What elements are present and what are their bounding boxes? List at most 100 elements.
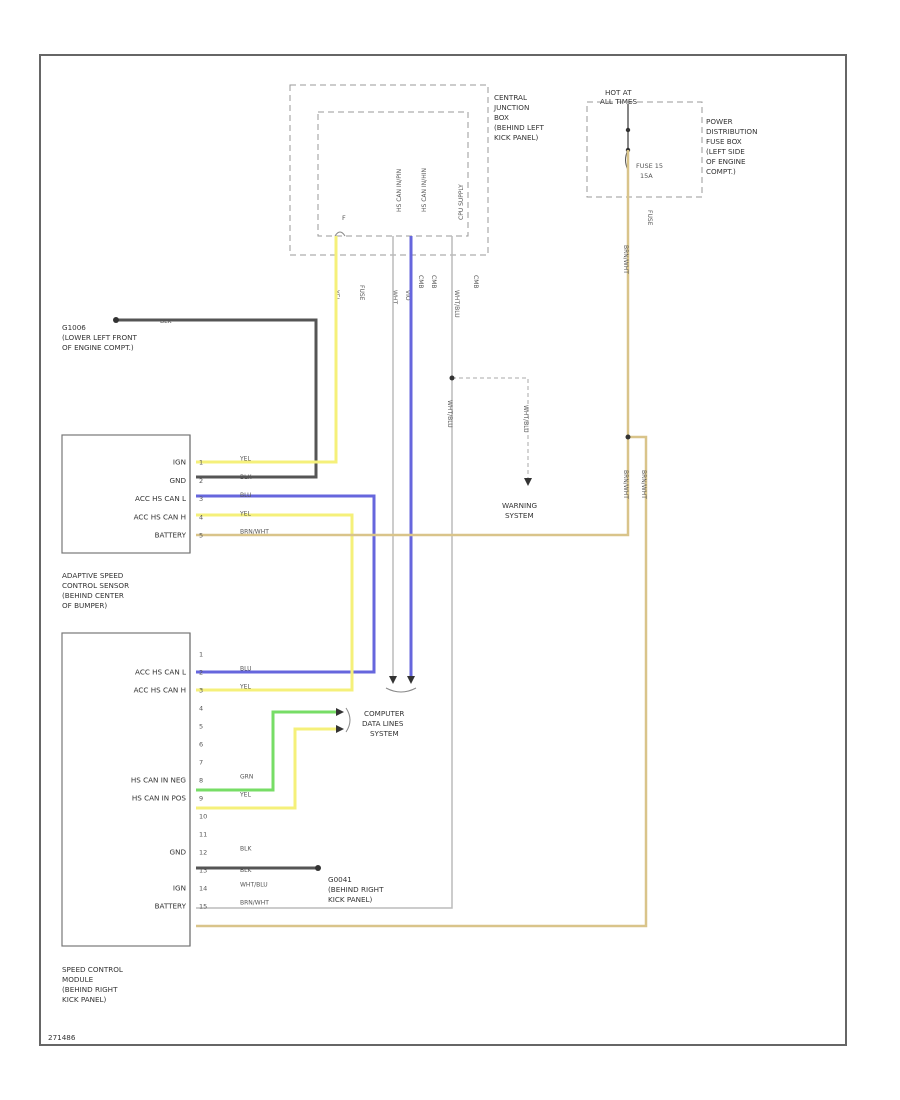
wires	[116, 150, 648, 928]
cdl-arrow-green	[336, 708, 344, 716]
cjb-label-2: BOX	[494, 113, 509, 122]
wire-acc-battery	[196, 150, 630, 537]
module-pin-number: 12	[199, 849, 207, 857]
wire-ign-trunk	[196, 236, 453, 909]
wire-hs-can-neg	[196, 710, 340, 792]
ground-g2-label-0: G0041	[328, 875, 352, 884]
acc-pin-number: 2	[199, 477, 203, 485]
wire-acc-ign	[196, 236, 338, 464]
acc-label-1: CONTROL SENSOR	[62, 581, 129, 590]
cdl-label-0: COMPUTER	[364, 709, 404, 718]
module-pin-name: HS CAN IN NEG	[131, 776, 186, 785]
cjb-label-3: (BEHIND LEFT	[494, 123, 545, 132]
acc-pin-name: ACC HS CAN H	[134, 512, 186, 521]
acc-pin-name: BATTERY	[155, 531, 187, 540]
warning-label-1: SYSTEM	[505, 511, 534, 520]
acc-pin-wire-color: BLU	[240, 492, 252, 499]
acc-label-3: OF BUMPER)	[62, 601, 107, 610]
module-pin-number: 14	[199, 885, 207, 893]
acc-pin-number: 5	[199, 532, 203, 540]
module-pin-number: 5	[199, 723, 203, 731]
module-pin-name: BATTERY	[155, 902, 187, 911]
cdl-bracket-bottom	[385, 687, 417, 693]
module-label-2: (BEHIND RIGHT	[62, 985, 118, 994]
vlabel-pdb-out: BRN/WHT	[622, 245, 629, 274]
pdb-fuse-label-1: 15A	[640, 172, 653, 180]
cjb-conn-label-0: FUSE	[358, 285, 365, 301]
cjb-wire-label-1: WHT	[391, 290, 398, 304]
pdb-hot-label-0: HOT AT	[605, 88, 632, 97]
pdb-label-2: FUSE BOX	[706, 137, 742, 146]
cjb-label-1: JUNCTION	[493, 103, 529, 112]
cdl-arrow-yellow	[336, 725, 344, 733]
pdb-dashed-box	[586, 101, 703, 198]
cjb-inner-dashed	[317, 111, 469, 237]
vlabel-right-a: BRN/WHT	[622, 470, 629, 499]
ground-g1-label-1: (LOWER LEFT FRONT	[62, 333, 138, 342]
speed-control-module: SPEED CONTROL MODULE (BEHIND RIGHT KICK …	[61, 632, 191, 1004]
module-pin-number: 2	[199, 669, 203, 677]
cjb-conn-label-2: CMB	[430, 275, 437, 288]
acc-pin-number: 4	[199, 513, 203, 521]
module-pin-number: 4	[199, 705, 203, 713]
warning-wire-label: WHT/BLU	[522, 405, 529, 433]
module-pin-number: 13	[199, 867, 207, 875]
splice-pdb-branch	[625, 434, 631, 440]
module-pin-number: 8	[199, 777, 203, 785]
cjb-wire-label-2: VIO	[404, 290, 411, 301]
module-label-1: MODULE	[62, 975, 94, 984]
acc-pin-wire-color: YEL	[239, 510, 251, 517]
diagram-frame	[39, 54, 847, 1046]
module-pin-number: 7	[199, 759, 203, 767]
module-pin-number: 1	[199, 651, 203, 659]
module-pin-number: 9	[199, 795, 203, 803]
wire-warning-branch	[452, 377, 529, 478]
module-pin-wire-color: BLU	[240, 666, 252, 673]
wire-hs-can-pos	[196, 727, 340, 810]
module-pin-wire-color: YEL	[239, 792, 251, 799]
pdb-fuse-dot-top	[625, 127, 631, 133]
pdb-label-4: OF ENGINE	[706, 157, 746, 166]
ground-g2-wire-label: BLK	[240, 867, 252, 874]
wire-ground-g1	[116, 318, 318, 479]
acc-pin-number: 3	[199, 495, 203, 503]
module-pin-number: 6	[199, 741, 203, 749]
cdl-bracket-right	[345, 707, 351, 733]
wire-acc-can-h	[196, 513, 354, 692]
central-junction-box: CENTRAL JUNCTION BOX (BEHIND LEFT KICK P…	[289, 84, 545, 318]
acc-pin-wire-color: BLK	[240, 474, 252, 481]
cdl-arrow-blue	[407, 676, 415, 684]
vlabel-ign-trunk: WHT/BLU	[446, 400, 453, 428]
pdb-fuse-label-0: FUSE 15	[636, 162, 663, 170]
module-pin-wire-color: WHT/BLU	[240, 882, 268, 889]
pdb-label-5: COMPT.)	[706, 167, 736, 176]
acc-pin-name: ACC HS CAN L	[135, 494, 186, 503]
splice-ign-trunk	[449, 375, 455, 381]
speed-module-box	[61, 632, 191, 947]
ground-g1-label-0: G1006	[62, 323, 86, 332]
pdb-label-1: DISTRIBUTION	[706, 127, 757, 136]
cjb-conn-label-1: CMB	[417, 275, 424, 288]
ground-g1-label-2: OF ENGINE COMPT.)	[62, 343, 134, 352]
splice-points	[113, 317, 631, 871]
module-pin-wire-color: BRN/WHT	[240, 900, 269, 907]
pdb-hot-label-1: ALL TIMES	[600, 97, 637, 106]
cjb-wire-label-3: WHT/BLU	[453, 290, 460, 318]
wire-module-battery	[196, 435, 648, 928]
module-pin-wire-color: GRN	[240, 774, 253, 781]
module-pin-number: 15	[199, 903, 207, 911]
vlabel-right-b: BRN/WHT	[640, 470, 647, 499]
module-pin-name: ACC HS CAN H	[134, 686, 186, 695]
cdl-label-2: SYSTEM	[370, 729, 399, 738]
cjb-pin-name-0: HS CAN IN/PIN	[396, 169, 403, 212]
acc-label-0: ADAPTIVE SPEED	[62, 571, 124, 580]
module-pin-wire-color: BLK	[240, 846, 252, 853]
cjb-pin-name-1: HS CAN IN/HIN	[421, 168, 428, 212]
module-pin-wire-color: YEL	[239, 684, 251, 691]
module-pin-name: IGN	[173, 884, 186, 893]
acc-pin-name: GND	[170, 476, 187, 485]
wire-acc-can-l	[196, 494, 376, 674]
pdb-label-3: (LEFT SIDE	[706, 147, 745, 156]
module-label-3: KICK PANEL)	[62, 995, 107, 1004]
